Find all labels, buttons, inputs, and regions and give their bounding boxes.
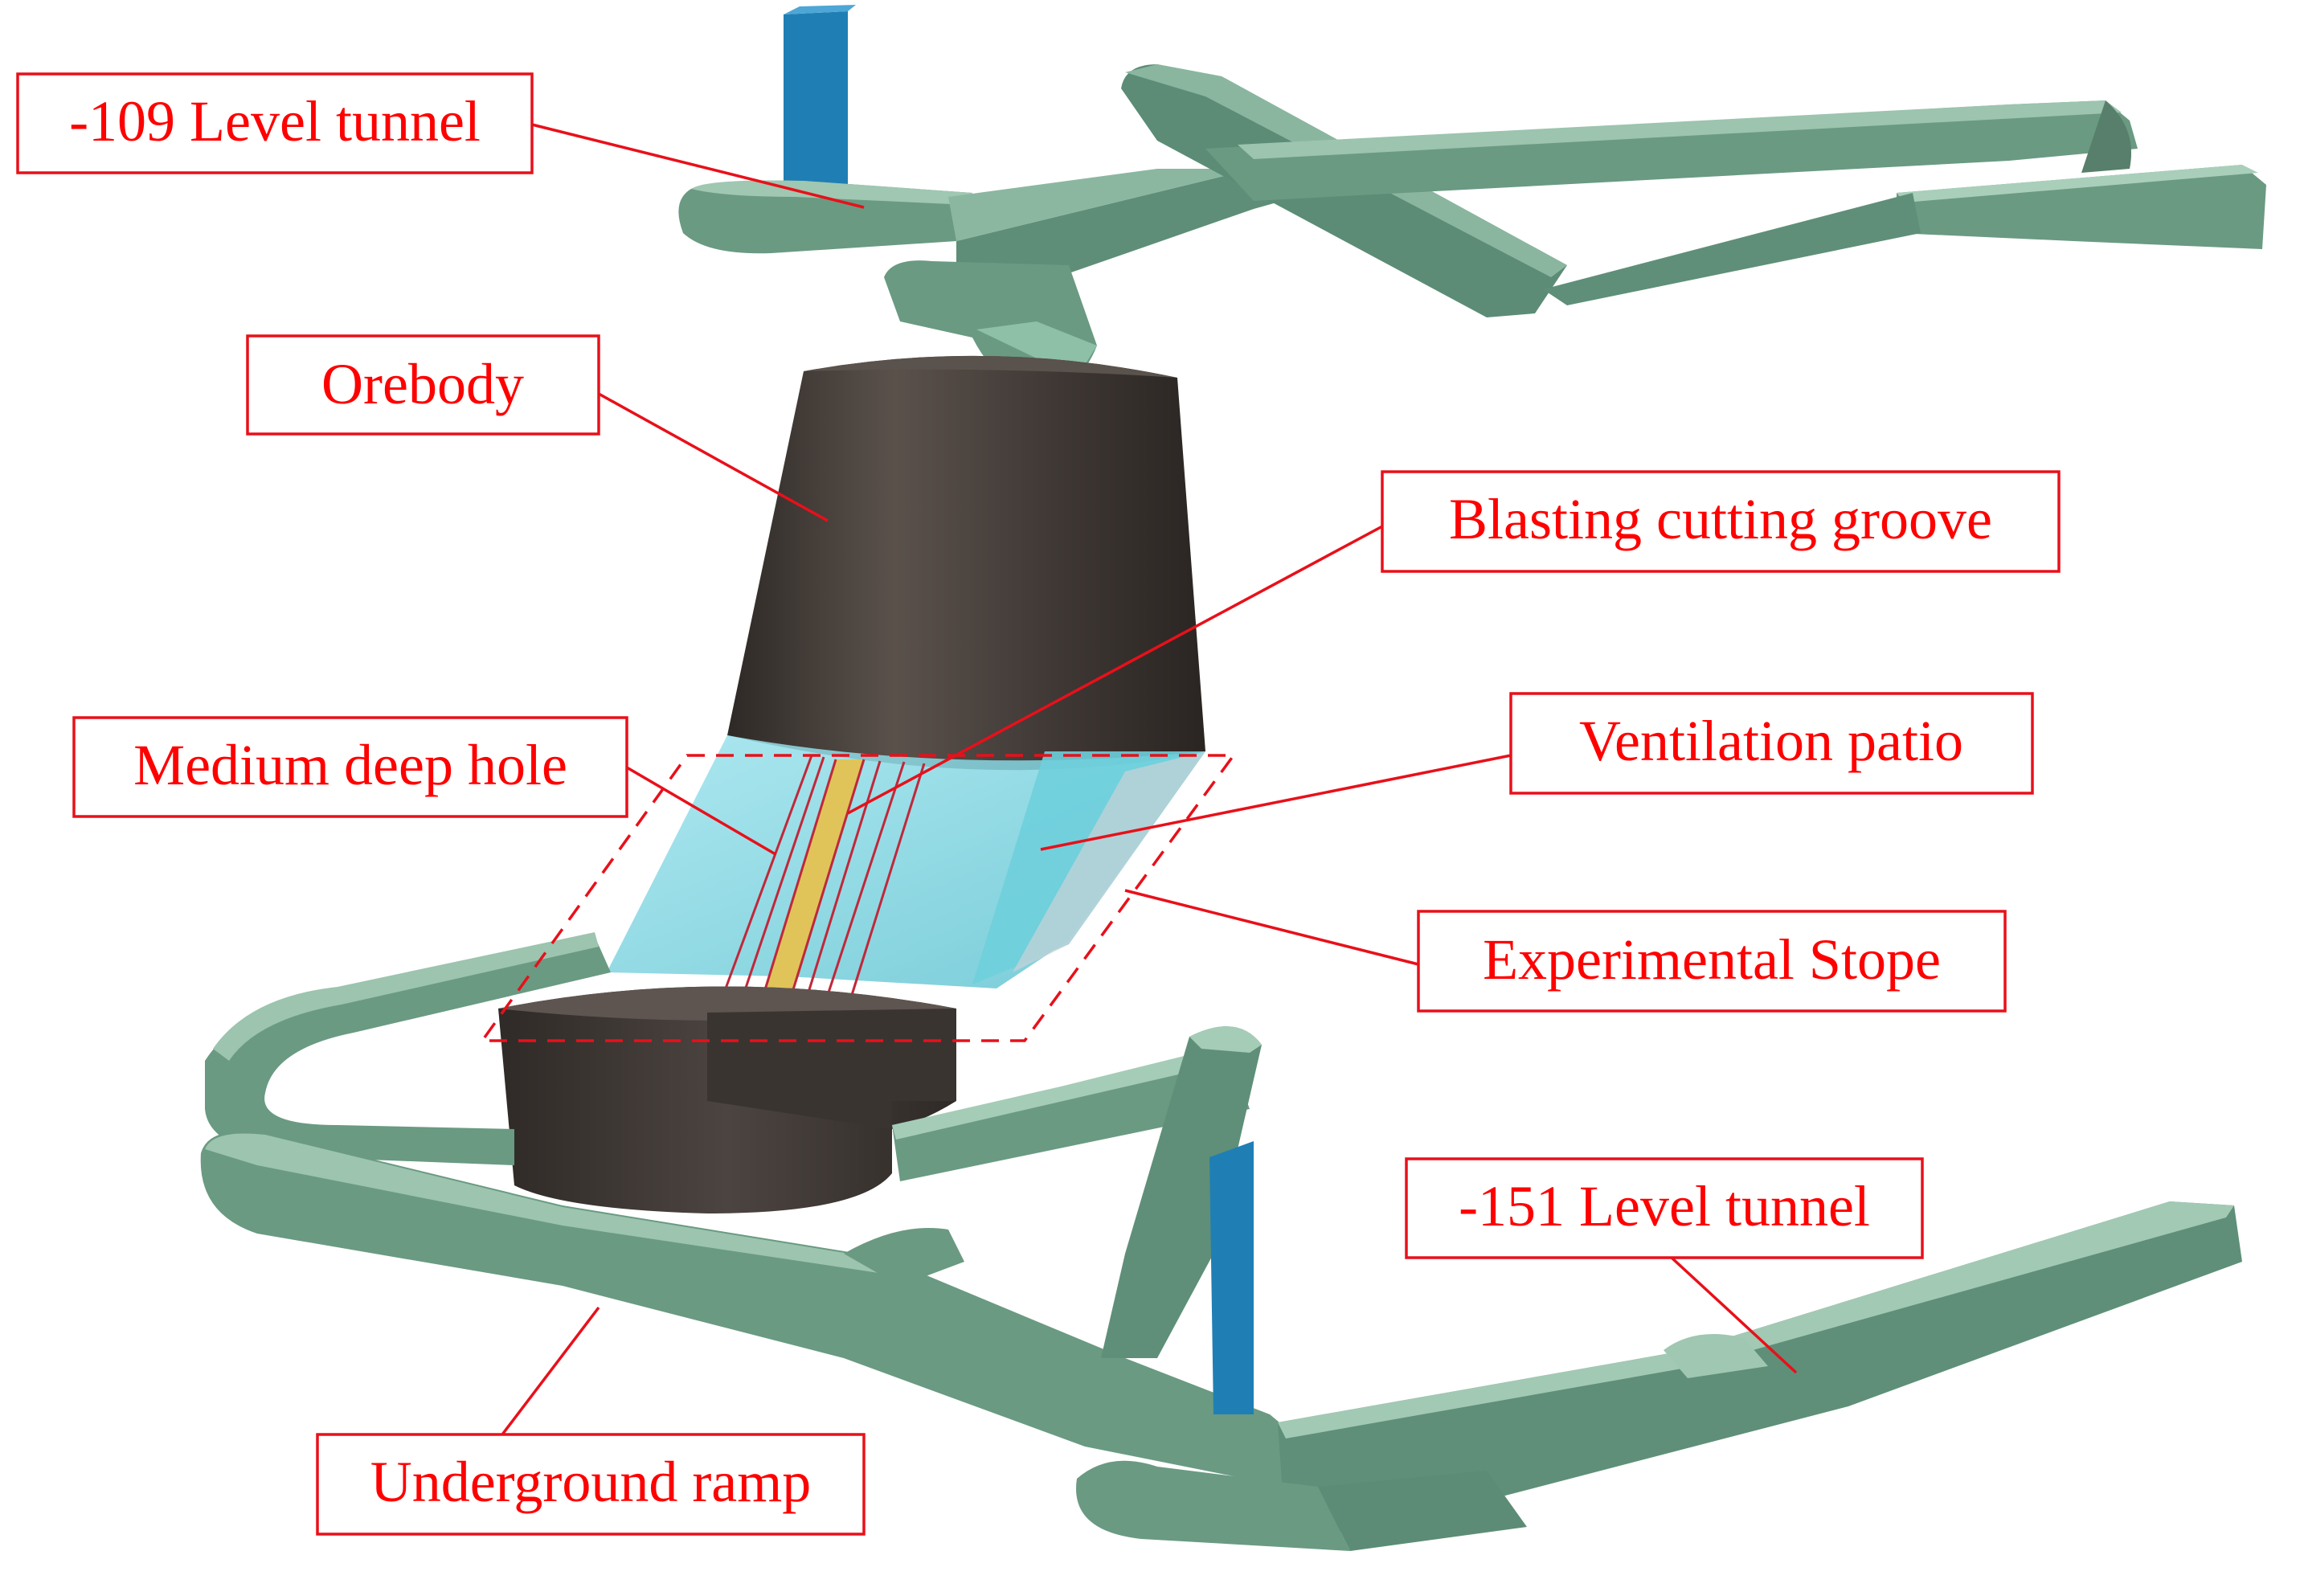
lower-ventilation-shaft [1209, 1141, 1254, 1414]
label-blasting-groove: Blasting cutting groove [1381, 470, 2061, 573]
tunnel-151 [1278, 1201, 2242, 1543]
lower-orebody-base [498, 986, 956, 1213]
leader-ramp [501, 1306, 600, 1436]
label-stope-text: Experimental Stope [1483, 927, 1941, 992]
label-ramp-text: Underground ramp [370, 1450, 812, 1514]
label-109-level: -109 Level tunnel [16, 72, 534, 174]
label-orebody-text: Orebody [321, 352, 524, 416]
label-medium-hole-text: Medium deep hole [133, 733, 567, 797]
leader-blasting [847, 525, 1383, 815]
leader-ventilation [1040, 754, 1512, 851]
leader-stope [1124, 889, 1419, 966]
label-ventilation-patio: Ventilation patio [1509, 692, 2034, 795]
experimental-stope-body [607, 735, 1205, 996]
level-109-tunnel-system [678, 5, 2266, 395]
label-109-text: -109 Level tunnel [69, 89, 481, 153]
label-orebody: Orebody [246, 334, 600, 436]
leader-lines [501, 123, 1798, 1436]
label-underground-ramp: Underground ramp [316, 1433, 866, 1536]
leader-medium-hole [626, 766, 776, 856]
blasting-groove-body [763, 759, 864, 992]
label-ventilation-text: Ventilation patio [1579, 709, 1963, 773]
label-151-text: -151 Level tunnel [1459, 1174, 1870, 1238]
orebody-model [727, 355, 1205, 771]
leader-orebody [598, 392, 829, 522]
label-medium-deep-hole: Medium deep hole [72, 716, 628, 818]
upper-ventilation-shaft [784, 11, 848, 193]
medium-deep-holes [722, 755, 926, 996]
tunnel-109-east [1205, 100, 2138, 201]
underground-ramp [200, 1131, 1318, 1487]
label-151-level: -151 Level tunnel [1405, 1157, 1924, 1259]
ramp-upper-loop [205, 936, 611, 1165]
leader-109 [531, 123, 865, 209]
label-blasting-text: Blasting cutting groove [1449, 487, 1992, 551]
experimental-stope-outline [479, 754, 1237, 1042]
leader-151 [1670, 1256, 1798, 1374]
label-experimental-stope: Experimental Stope [1417, 910, 2007, 1013]
lower-tunnel-system [200, 932, 2242, 1551]
